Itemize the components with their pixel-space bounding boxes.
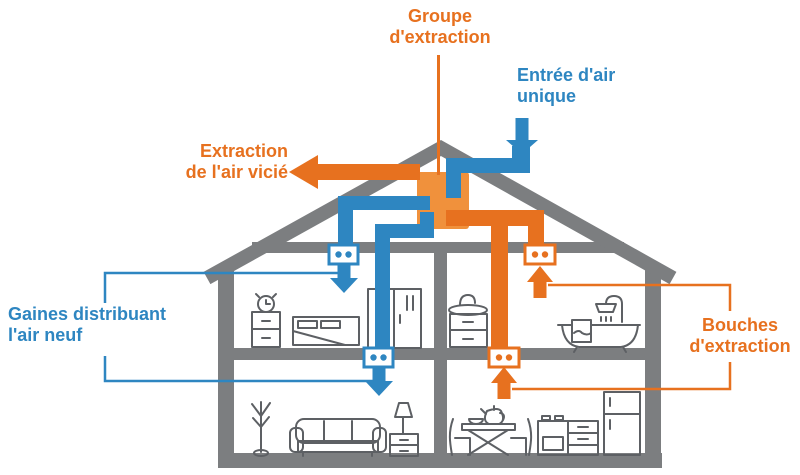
supply-duct-upper-horizontal xyxy=(338,196,430,210)
unit-callout-line xyxy=(437,55,440,175)
kitchen-extract-arrow-icon xyxy=(491,367,517,399)
bathroom-extract-arrow-icon xyxy=(527,266,553,298)
inlet-duct-horizontal xyxy=(446,158,530,173)
exhaust-arrow-icon xyxy=(289,155,318,189)
bowl-icon xyxy=(468,418,484,425)
shower-icon xyxy=(605,295,623,323)
exhaust-duct xyxy=(316,164,420,180)
kitchen-cabinet-icon xyxy=(567,420,599,456)
label-groupe-extraction: Groupe d'extraction xyxy=(389,6,491,47)
right-wall xyxy=(645,268,661,468)
supply-duct-lower-riser xyxy=(375,224,390,354)
left-wall xyxy=(218,268,234,468)
living-supply-arrow-icon xyxy=(365,363,393,396)
extract-vent-kitchen xyxy=(487,346,521,369)
lamp-icon xyxy=(394,402,413,434)
living-room-furniture xyxy=(251,401,419,457)
extract-duct-kitchen-riser xyxy=(491,210,508,354)
teapot-icon xyxy=(480,405,505,425)
chair-icon xyxy=(448,418,471,456)
callout-lines xyxy=(103,271,732,391)
label-entree-air-unique: Entrée d'air unique xyxy=(517,65,616,106)
supply-vent-living xyxy=(362,346,395,369)
kitchen-furniture xyxy=(448,391,641,456)
middle-floor-slab xyxy=(234,348,646,360)
extract-duct-bath-drop xyxy=(528,210,544,250)
label-extraction-air-vicie: Extraction de l'air vicié xyxy=(185,141,288,182)
sofa-icon xyxy=(295,418,381,444)
bedroom-furniture xyxy=(251,288,422,349)
bathtub-icon xyxy=(557,324,641,348)
fridge-icon xyxy=(603,391,641,456)
inner-wall-upper xyxy=(434,253,447,348)
attic-floor-slab xyxy=(252,242,624,253)
label-bouches-extraction: Bouches d'extraction xyxy=(689,315,791,356)
coat-rack-icon xyxy=(251,401,271,453)
stale-air-ducts xyxy=(289,55,553,399)
roof xyxy=(203,139,677,285)
label-gaines-air-neuf: Gaines distribuant l'air neuf xyxy=(8,304,167,345)
bouches-callout-top xyxy=(548,283,732,311)
inlet-duct-drop xyxy=(446,158,461,198)
bedroom-supply-arrow-icon xyxy=(330,260,358,293)
inner-wall-lower xyxy=(434,360,447,453)
house-structure xyxy=(203,139,677,468)
supply-vent-bedroom xyxy=(327,243,360,266)
table-icon xyxy=(461,423,516,431)
bathroom-furniture xyxy=(448,294,641,353)
ground-slab xyxy=(218,453,662,468)
gaines-callout-bottom xyxy=(103,356,380,383)
supply-duct-upper-vertical xyxy=(338,196,353,250)
supply-duct-lower-horizontal xyxy=(376,224,434,238)
bouches-callout-bottom xyxy=(512,362,732,391)
fresh-air-ducts xyxy=(330,118,538,396)
gaines-callout-top xyxy=(103,271,350,303)
extract-vent-bathroom xyxy=(523,243,557,266)
air-inlet-arrow-icon xyxy=(506,118,538,154)
towel-icon xyxy=(571,319,592,343)
